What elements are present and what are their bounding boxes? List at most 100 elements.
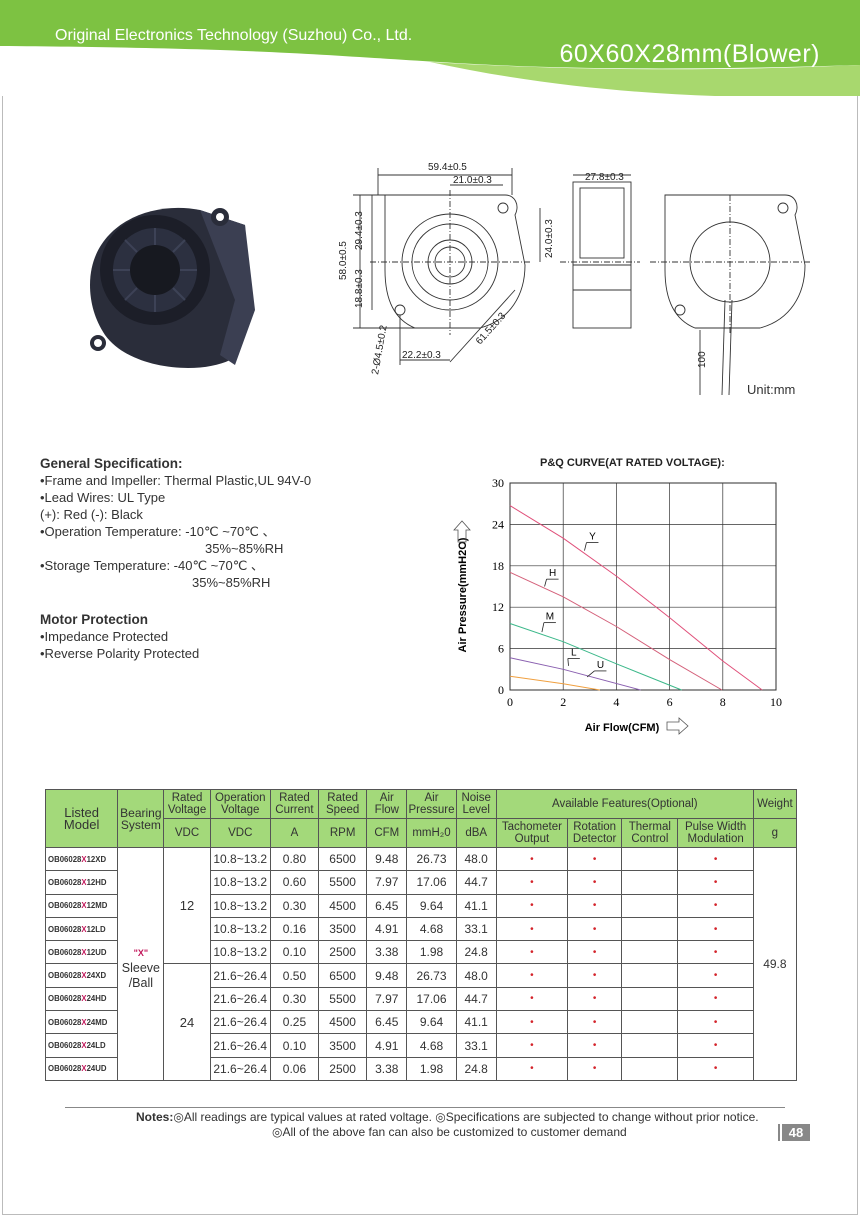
- rotation-mark: •: [567, 986, 623, 1012]
- dim-upper: 29.4±0.3: [354, 211, 365, 250]
- y-tick-label: 0: [498, 683, 504, 697]
- series-line-m: [509, 623, 682, 691]
- feature-pwm: Pulse Width Modulation: [677, 818, 754, 848]
- thermal-mark: [621, 963, 679, 988]
- x-arrow-icon: [666, 717, 689, 735]
- notes-line-1: ◎All readings are typical values at rate…: [173, 1110, 759, 1124]
- dim-hole-spacing: 21.0±0.3: [453, 175, 492, 186]
- thermal-mark: [621, 870, 679, 895]
- pressure-cell: 9.64: [406, 893, 457, 918]
- pressure-cell: 4.68: [406, 1033, 457, 1058]
- model-cell: OB06028X12UD: [44, 940, 119, 965]
- series-line-h: [509, 571, 723, 691]
- airflow-cell: 7.97: [366, 986, 408, 1012]
- noise-cell: 24.8: [455, 1056, 497, 1081]
- current-cell: 0.60: [269, 870, 320, 895]
- airflow-cell: 4.91: [366, 1033, 408, 1058]
- dim-bottom: 22.2±0.3: [402, 350, 441, 361]
- y-tick-label: 12: [492, 600, 504, 614]
- tachometer-mark: •: [495, 940, 569, 965]
- series-label: M: [546, 612, 554, 623]
- tachometer-mark: •: [495, 1033, 569, 1058]
- spec-line: 35%~85%RH: [205, 541, 284, 556]
- noise-cell: 41.1: [455, 893, 497, 918]
- thermal-mark: [621, 1010, 679, 1035]
- y-tick-label: 30: [492, 476, 504, 490]
- notes-line-2: ◎All of the above fan can also be custom…: [272, 1125, 627, 1139]
- current-cell: 0.25: [269, 1010, 320, 1035]
- noise-cell: 41.1: [455, 1010, 497, 1035]
- series-label: U: [597, 660, 604, 671]
- th-features: Available Features(Optional): [495, 789, 754, 819]
- header-banner: Original Electronics Technology (Suzhou)…: [0, 0, 860, 98]
- pwm-mark: •: [677, 1033, 754, 1058]
- speed-cell: 5500: [318, 986, 368, 1012]
- speed-cell: 2500: [318, 940, 368, 965]
- tachometer-mark: •: [495, 1010, 569, 1035]
- airflow-cell: 4.91: [366, 916, 408, 942]
- dim-right: 24.0±0.3: [544, 219, 555, 258]
- pwm-mark: •: [677, 940, 754, 965]
- x-tick-label: 8: [720, 695, 726, 709]
- feature-tachometer: Tachometer Output: [495, 818, 569, 848]
- series-label: H: [549, 568, 556, 579]
- speed-cell: 3500: [318, 1033, 368, 1058]
- rotation-mark: •: [567, 870, 623, 895]
- tachometer-mark: •: [495, 893, 569, 918]
- spec-line: •Frame and Impeller: Thermal Plastic,UL …: [40, 473, 312, 488]
- th-weight: Weight: [752, 789, 798, 819]
- chart-title: P&Q CURVE(AT RATED VOLTAGE):: [540, 457, 725, 469]
- motor-line: •Reverse Polarity Protected: [40, 646, 200, 661]
- current-cell: 0.10: [269, 1033, 320, 1058]
- noise-cell: 44.7: [455, 986, 497, 1012]
- speed-cell: 3500: [318, 916, 368, 942]
- plot-frame: [509, 482, 777, 691]
- th-rated-current: Rated Current: [269, 789, 320, 819]
- spec-title: General Specification:: [40, 456, 183, 471]
- th-operation-voltage: Operation Voltage: [209, 789, 271, 819]
- motor-protection-title: Motor Protection: [40, 612, 148, 627]
- current-cell: 0.10: [269, 940, 320, 965]
- page-number: 48: [782, 1124, 810, 1141]
- operation-voltage-cell: 10.8~13.2: [209, 870, 271, 895]
- rotation-mark: •: [567, 1056, 623, 1081]
- thermal-mark: [621, 1033, 679, 1058]
- th-air-pressure: Air Pressure: [406, 789, 457, 819]
- spec-line: 35%~85%RH: [192, 575, 271, 590]
- company-name: Original Electronics Technology (Suzhou)…: [55, 27, 413, 44]
- rated-voltage-cell: 12: [163, 846, 211, 965]
- pressure-cell: 17.06: [406, 986, 457, 1012]
- airflow-cell: 9.48: [366, 963, 408, 988]
- header-background: [0, 0, 860, 98]
- model-table: Listed Model Bearing System Rated Voltag…: [44, 789, 798, 1081]
- feature-rotation: Rotation Detector: [567, 818, 623, 848]
- th-listed-model: Listed Model: [44, 789, 119, 848]
- spec-line: •Storage Temperature: -40℃ ~70℃ 、: [40, 558, 264, 573]
- x-tick-label: 4: [613, 695, 619, 709]
- operation-voltage-cell: 10.8~13.2: [209, 893, 271, 918]
- th-noise: Noise Level: [455, 789, 497, 819]
- spec-line: •Operation Temperature: -10℃ ~70℃ 、: [40, 524, 276, 539]
- pwm-mark: •: [677, 986, 754, 1012]
- notes-label: Notes:: [136, 1110, 174, 1124]
- rotation-mark: •: [567, 1033, 623, 1058]
- pwm-mark: •: [677, 870, 754, 895]
- speed-cell: 4500: [318, 893, 368, 918]
- tachometer-mark: •: [495, 846, 569, 872]
- product-photo: [90, 207, 255, 368]
- th-air-flow: Air Flow: [366, 789, 408, 819]
- thermal-mark: [621, 1056, 679, 1081]
- model-cell: OB06028X24MD: [44, 1010, 119, 1035]
- model-cell: OB06028X12LD: [44, 916, 119, 942]
- dim-height: 58.0±0.5: [338, 241, 349, 280]
- model-cell: OB06028X12XD: [44, 846, 119, 872]
- th-rated-voltage: Rated Voltage: [163, 789, 211, 819]
- series-line-y: [509, 505, 763, 691]
- thermal-mark: [621, 893, 679, 918]
- series-leader-line: [586, 670, 595, 678]
- operation-voltage-cell: 10.8~13.2: [209, 916, 271, 942]
